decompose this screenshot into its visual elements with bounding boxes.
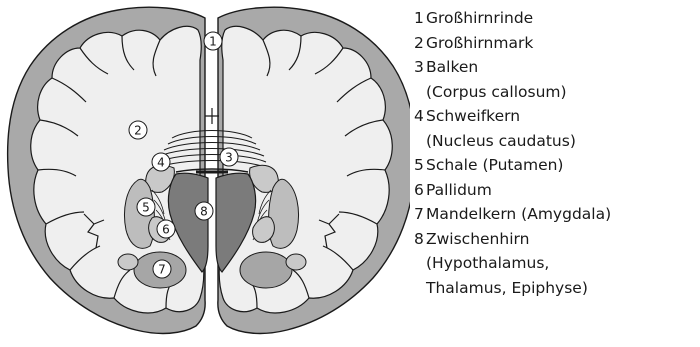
legend-label: Großhirnmark [426, 34, 533, 52]
marker-6: 6 [157, 220, 175, 238]
marker-7: 7 [153, 260, 171, 278]
svg-text:7: 7 [158, 263, 166, 277]
legend-label: Schale (Putamen) [426, 156, 563, 174]
legend-item-8: 8Zwischenhirn (Hypothalamus,Thalamus, Epi… [414, 227, 698, 301]
legend-number: 3 [414, 55, 426, 80]
hippocampal-region-right [286, 254, 306, 270]
legend-item-1: 1Großhirnrinde [414, 6, 698, 31]
legend-label-continued: Thalamus, Epiphyse) [414, 276, 698, 301]
legend-number: 4 [414, 104, 426, 129]
legend-number: 8 [414, 227, 426, 252]
svg-text:4: 4 [157, 156, 165, 170]
marker-4: 4 [152, 153, 170, 171]
marker-8: 8 [195, 202, 213, 220]
svg-text:5: 5 [142, 201, 150, 215]
svg-text:8: 8 [200, 205, 208, 219]
legend-number: 5 [414, 153, 426, 178]
svg-text:3: 3 [225, 151, 233, 165]
legend-list: 1Großhirnrinde2Großhirnmark3Balken(Corpu… [414, 6, 698, 300]
legend-number: 2 [414, 31, 426, 56]
marker-2: 2 [129, 121, 147, 139]
legend-label-continued: (Corpus callosum) [414, 80, 698, 105]
legend-label: Großhirnrinde [426, 9, 533, 27]
brain-coronal-section-diagram: 1 2 3 4 5 6 7 8 [0, 0, 410, 347]
legend-item-3: 3Balken (Corpus callosum) [414, 55, 698, 104]
legend-item-6: 6Pallidum [414, 178, 698, 203]
legend-label: Pallidum [426, 181, 492, 199]
legend-label-continued: (Hypothalamus, [414, 251, 698, 276]
amygdala-right [240, 252, 292, 288]
legend-label-continued: (Nucleus caudatus) [414, 129, 698, 154]
svg-text:1: 1 [209, 35, 217, 49]
legend-item-5: 5Schale (Putamen) [414, 153, 698, 178]
legend-item-4: 4Schweifkern (Nucleus caudatus) [414, 104, 698, 153]
marker-3: 3 [220, 148, 238, 166]
marker-1: 1 [204, 32, 222, 50]
hippocampal-region-left [118, 254, 138, 270]
legend-number: 7 [414, 202, 426, 227]
marker-5: 5 [137, 198, 155, 216]
svg-text:2: 2 [134, 124, 142, 138]
legend-label: Zwischenhirn [426, 230, 529, 248]
legend-number: 6 [414, 178, 426, 203]
legend-label: Schweifkern [426, 107, 520, 125]
legend-label: Balken [426, 58, 478, 76]
svg-text:6: 6 [162, 223, 170, 237]
legend-item-2: 2Großhirnmark [414, 31, 698, 56]
legend-item-7: 7Mandelkern (Amygdala) [414, 202, 698, 227]
legend-number: 1 [414, 6, 426, 31]
legend-label: Mandelkern (Amygdala) [426, 205, 611, 223]
